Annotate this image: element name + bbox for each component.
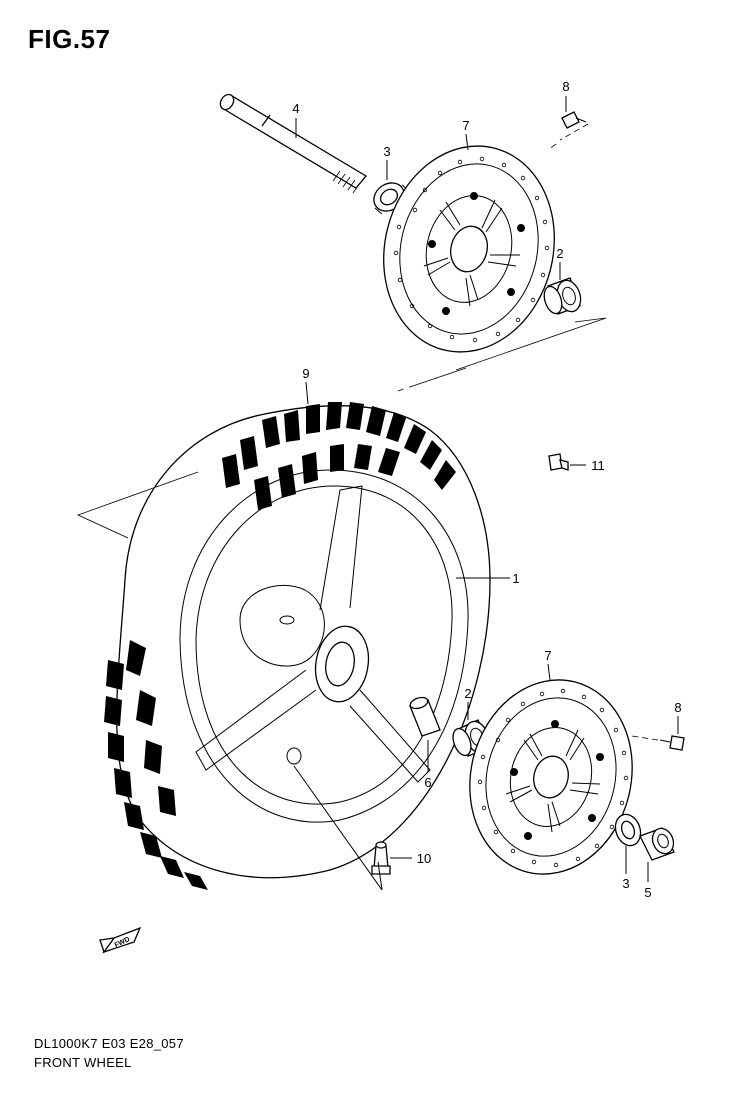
- balance-weight: [548, 453, 569, 471]
- callout-6: 6: [424, 775, 431, 790]
- front-tire: [104, 402, 491, 890]
- disc-bolt-bottom: [659, 735, 685, 751]
- brake-disc-bottom: [469, 679, 633, 875]
- oil-seal-bottom: [614, 813, 642, 847]
- axle-spacer: [409, 696, 441, 737]
- callout-9: 9: [302, 366, 309, 381]
- disc-bolt-top: [561, 111, 587, 129]
- callout-2-bottom: 2: [464, 686, 471, 701]
- forward-direction-icon: FWD: [99, 926, 142, 954]
- callout-5: 5: [644, 885, 651, 900]
- diagram-code: DL1000K7 E03 E28_057: [34, 1036, 184, 1051]
- callout-7-top: 7: [462, 118, 469, 133]
- tire-valve: [371, 841, 391, 875]
- brake-disc-top: [383, 145, 555, 353]
- axle-collar: [639, 827, 675, 861]
- callout-3-top: 3: [383, 144, 390, 159]
- figure-title: FIG.57: [28, 24, 111, 54]
- callout-7-bottom: 7: [544, 648, 551, 663]
- callout-2-top: 2: [556, 246, 563, 261]
- callout-3-bottom: 3: [622, 876, 629, 891]
- callout-4: 4: [292, 101, 299, 116]
- callout-8-top: 8: [562, 79, 569, 94]
- callout-1: 1: [512, 571, 519, 586]
- diagram-name: FRONT WHEEL: [34, 1055, 132, 1070]
- front-axle: [219, 93, 367, 194]
- front-wheel-rim: [195, 485, 431, 783]
- callout-10: 10: [417, 851, 431, 866]
- wheel-bearing-top: [543, 277, 582, 315]
- callout-11: 11: [591, 458, 605, 473]
- callout-8-bottom: 8: [674, 700, 681, 715]
